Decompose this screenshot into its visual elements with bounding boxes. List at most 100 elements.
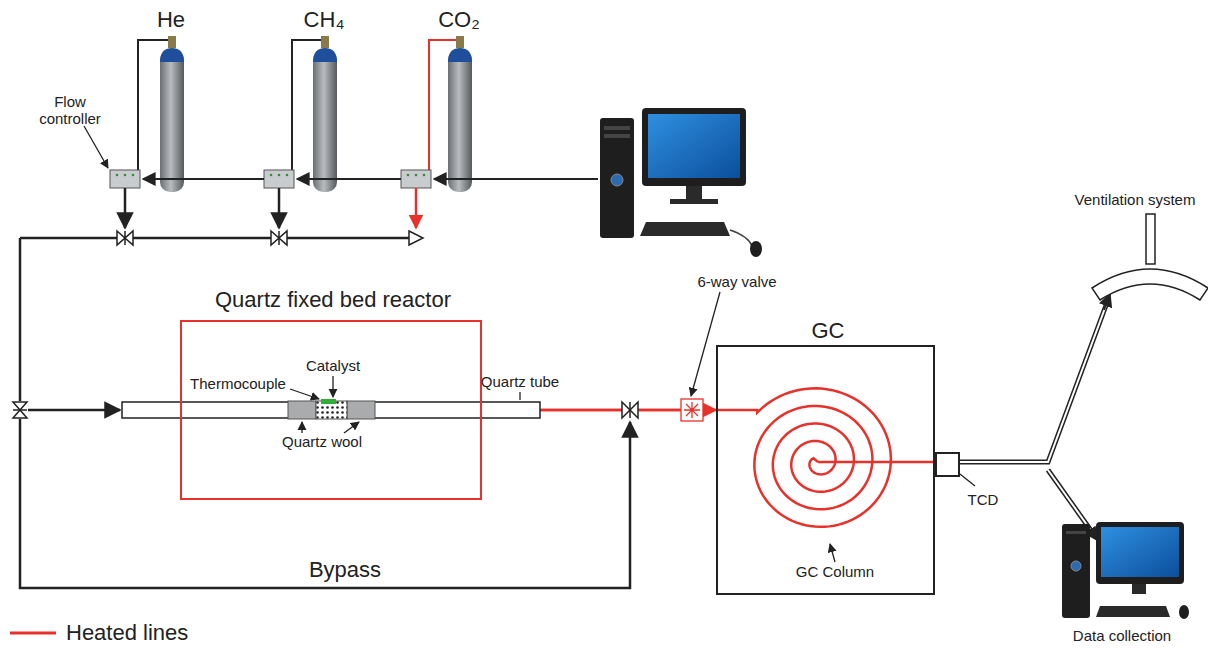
exhaust-line (1048, 470, 1092, 532)
gas-cylinder (313, 50, 337, 192)
part-label: Catalyst (306, 357, 360, 374)
gas-cylinder (160, 50, 184, 192)
flow-controller (110, 170, 431, 188)
leader-line (830, 544, 835, 562)
legend-text: Heated lines (66, 620, 188, 646)
flow-controller (286, 174, 289, 177)
computer-icon (730, 230, 752, 246)
gas-cylinder (160, 36, 472, 192)
gas-line (292, 40, 321, 170)
valve-symbol (117, 231, 133, 245)
gas-line (415, 188, 418, 228)
computer-icon (1062, 522, 1189, 619)
gas-line (429, 40, 456, 170)
leader-line (301, 422, 302, 433)
control-line (434, 178, 598, 180)
ventilation-icon (1092, 214, 1208, 300)
computer-icon (600, 118, 634, 238)
flow-controller (110, 170, 140, 188)
gc-column (716, 388, 935, 526)
leader-line (960, 474, 975, 486)
exhaust-line (960, 300, 1108, 462)
computer-icon (640, 222, 730, 236)
gas-line (138, 40, 456, 170)
computer-icon (648, 114, 740, 178)
control-line (143, 178, 598, 180)
leader-line (519, 392, 520, 400)
reactor-box: Quartz fixed bed reactor (180, 320, 482, 500)
computer-icon (604, 134, 630, 138)
flow-controller (270, 174, 273, 177)
part-label: Flow controller (30, 93, 110, 128)
computer-icon (1096, 606, 1170, 617)
gas-cylinder (168, 36, 176, 48)
flow-controller (415, 174, 418, 177)
gas-line (19, 238, 22, 401)
flow-controller (278, 174, 281, 177)
control-line (297, 178, 401, 180)
legend-line (10, 633, 56, 634)
part-label: Quartz wool (282, 433, 362, 450)
valve-symbol (278, 231, 280, 245)
flow-controller (264, 170, 294, 188)
quartz-wool (288, 401, 316, 419)
ventilation-icon (1092, 269, 1208, 300)
node-heading: TCD (968, 491, 999, 508)
valve-symbol (13, 409, 27, 411)
gas-cylinder (160, 48, 184, 62)
gas-cylinder (448, 50, 472, 192)
gas-line (278, 188, 281, 228)
part-label: Thermocouple (190, 375, 286, 392)
gas-line (20, 419, 630, 588)
computer-icon (1096, 522, 1184, 584)
flow-controller (124, 174, 127, 177)
leader-line (332, 376, 333, 397)
gas-cylinder (321, 36, 329, 48)
exhaust-line (1048, 470, 1092, 532)
valve-symbol (271, 231, 287, 245)
gas-line (124, 188, 127, 228)
node-heading: GC (812, 318, 845, 343)
valve-symbol (409, 231, 423, 245)
leader-line (290, 389, 319, 399)
computer-icon (1062, 524, 1090, 618)
six-way-valve (681, 399, 703, 421)
computer-icon (670, 199, 718, 204)
flow-controller (401, 170, 431, 188)
six-way-valve (684, 402, 700, 418)
exhaust-line (960, 294, 1110, 540)
valve-symbol (124, 231, 126, 245)
computer-icon (686, 186, 702, 200)
leader-line (84, 126, 975, 562)
gas-name: CO₂ (438, 7, 480, 32)
legend-line (10, 632, 56, 635)
gc-column (716, 388, 891, 526)
computer-icon (750, 241, 762, 257)
valve-symbol (622, 402, 638, 418)
flow-controller (407, 174, 410, 177)
gas-line (20, 188, 630, 588)
part-label: Quartz tube (481, 373, 559, 390)
part-label: Ventilation system (1075, 191, 1196, 208)
gas-line (20, 237, 410, 240)
gc-column (818, 461, 935, 464)
part-label: 6-way valve (697, 273, 776, 290)
exhaust-line (960, 300, 1108, 462)
gas-line (138, 40, 168, 170)
tcd-box: TCD (935, 452, 960, 477)
computer-icon (1071, 561, 1081, 571)
valve-symbol (622, 402, 638, 418)
computer-icon (604, 126, 630, 130)
legend-entry: Heated lines (66, 620, 188, 646)
line-label: Bypass (309, 557, 381, 582)
quartz-tube (122, 402, 540, 418)
quartz-wool (347, 401, 375, 419)
gas-name: He (157, 7, 185, 32)
computer-icon (1179, 605, 1189, 619)
part-label: GC Column (796, 563, 874, 580)
computer-icon (1132, 584, 1146, 594)
valve-symbol (13, 231, 423, 418)
thermocouple (321, 399, 336, 404)
computer-icon (611, 174, 623, 186)
